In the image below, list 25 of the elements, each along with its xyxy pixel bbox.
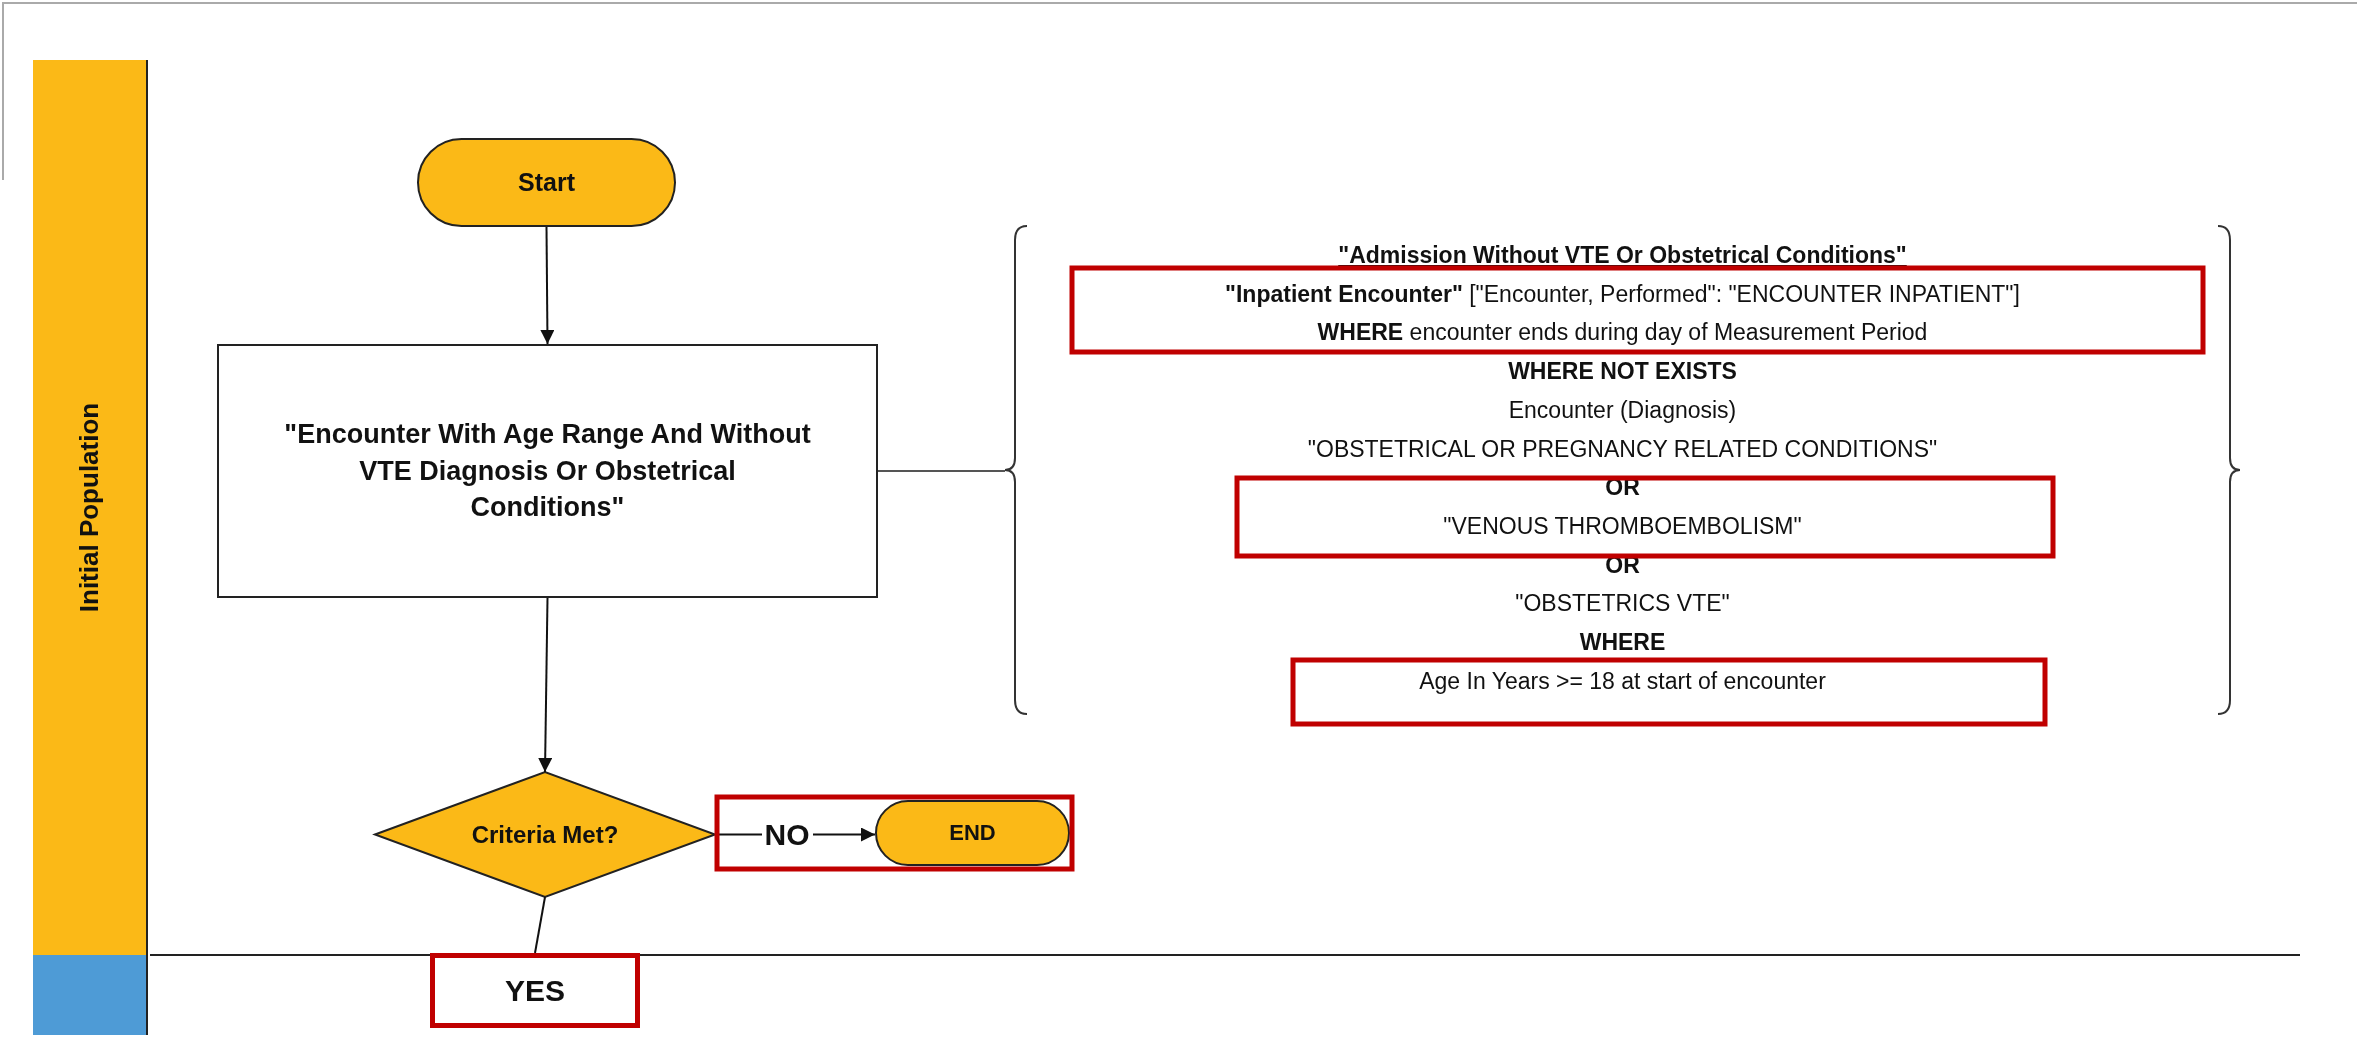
terminator-label: END xyxy=(949,820,996,846)
lane-title: Initial Population xyxy=(74,402,105,613)
connector-line xyxy=(534,896,546,954)
swimlane-header xyxy=(33,60,148,955)
terminator-label: Start xyxy=(518,168,575,197)
criteria-line: WHERE NOT EXISTS xyxy=(1508,357,1737,387)
decision-label: Criteria Met? xyxy=(471,820,619,849)
highlight-box xyxy=(430,953,640,1028)
criteria-line: "OBSTETRICS VTE" xyxy=(1515,589,1730,619)
criteria-line: "Inpatient Encounter" ["Encounter, Performed": "ENCOUNTER INPATIENT"] xyxy=(1225,279,2020,309)
arrow xyxy=(540,226,555,345)
criteria-line: "OBSTETRICAL OR PREGNANCY RELATED CONDITIONS" xyxy=(1307,434,1938,464)
swimlane-header xyxy=(33,955,148,1035)
criteria-line: WHERE xyxy=(1579,628,1666,658)
criteria-line: "VENOUS THROMBOEMBOLISM" xyxy=(1443,511,1802,541)
criteria-line: Age In Years >= 18 at start of encounter xyxy=(1419,666,1826,696)
process-label: "Encounter With Age Range And Without VTE Diagnosis Or Obstetrical Conditions" xyxy=(283,418,812,525)
branch-label: YES xyxy=(505,973,565,1008)
connector-line xyxy=(877,470,1006,472)
terminator-pill xyxy=(875,800,1070,866)
criteria-line: WHERE encounter ends during day of Measurement Period xyxy=(1317,318,1928,348)
criteria-line: Encounter (Diagnosis) xyxy=(1508,395,1737,425)
arrow xyxy=(538,597,553,773)
process-box xyxy=(217,344,878,598)
criteria-heading: "Admission Without VTE Or Obstetrical Conditions" xyxy=(1338,241,1907,270)
